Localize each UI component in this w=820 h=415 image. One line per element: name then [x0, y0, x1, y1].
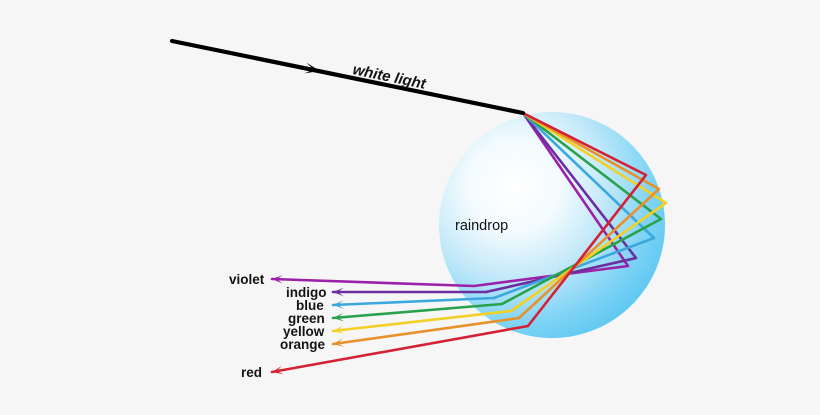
raindrop-sphere [439, 112, 665, 338]
exit-ray-yellow [331, 309, 513, 333]
internal-ray-green [500, 111, 663, 306]
arrowhead-green [333, 312, 345, 322]
exit-ray-orange [331, 316, 521, 346]
raindrop-label-group: raindrop [455, 218, 508, 234]
internal-ray-indigo [484, 111, 638, 294]
arrowhead-indigo [333, 287, 344, 297]
spectrum-label-orange: orange [280, 337, 326, 352]
arrowhead-red [272, 365, 284, 375]
white-light-arrowhead [304, 62, 320, 74]
raindrop-group [439, 112, 665, 338]
spectrum-label-indigo: indigo [286, 285, 327, 300]
arrowhead-yellow [333, 325, 345, 335]
internal-ray-yellow [509, 111, 668, 313]
exit-ray-blue [331, 296, 496, 307]
arrowhead-orange [333, 338, 345, 347]
arrowhead-blue [333, 300, 345, 309]
internal-ray-violet [472, 111, 630, 288]
exit-ray-paths [270, 274, 530, 375]
spectrum-label-red: red [241, 365, 262, 380]
raindrop-label: raindrop [455, 218, 508, 234]
spectrum-label-yellow: yellow [283, 324, 325, 339]
internal-ray-paths [472, 111, 668, 328]
exit-ray-red [270, 324, 530, 374]
spectrum-label-green: green [288, 311, 325, 326]
white-light-ray [169, 38, 526, 116]
arrowhead-violet [272, 274, 284, 284]
spectrum-label-blue: blue [296, 298, 324, 313]
exit-ray-green [331, 302, 504, 320]
internal-ray-orange [517, 111, 661, 320]
spectrum-label-violet: violet [229, 272, 265, 287]
internal-ray-blue [492, 111, 656, 300]
internal-ray-red [521, 111, 648, 328]
exit-ray-violet [270, 277, 476, 288]
